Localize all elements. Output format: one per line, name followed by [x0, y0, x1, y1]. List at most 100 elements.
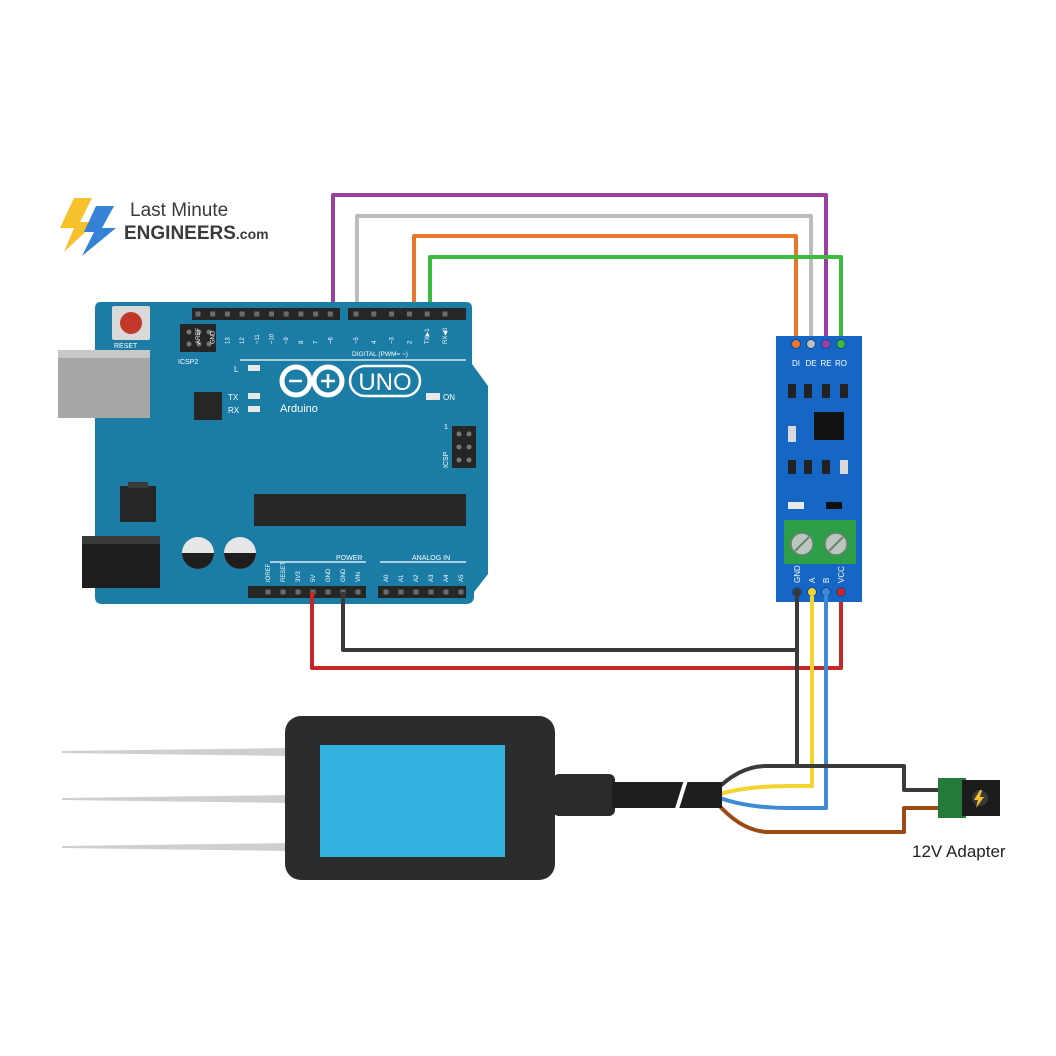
capacitor-1	[182, 537, 214, 569]
led-rx	[248, 406, 260, 412]
rs485-pin-di	[791, 339, 801, 349]
analog-pin-label: A4	[444, 574, 450, 582]
rs485-pin-label: RE	[820, 359, 831, 368]
sensor-wires	[714, 596, 940, 834]
rs485-pin-re	[821, 339, 831, 349]
digital-pin-9	[327, 311, 333, 317]
power-pin-label: GND	[341, 568, 347, 582]
digital-pin-12	[389, 311, 395, 317]
digital-pin-15	[442, 311, 448, 317]
wire-brown-fan	[714, 800, 940, 834]
digital-pin-label: ~6	[328, 336, 334, 344]
capacitor-2	[224, 537, 256, 569]
max485-chip	[814, 412, 844, 440]
rs485-pin-b	[821, 587, 831, 597]
power-pin-label: VIN	[356, 572, 362, 582]
power-pin-6	[355, 589, 361, 595]
wire-a-down	[790, 596, 814, 788]
power-label: POWER	[336, 555, 362, 562]
digital-pin-5	[269, 311, 274, 317]
led-on	[426, 393, 440, 400]
digital-pin-0	[195, 311, 201, 317]
digital-pin-label: ~3	[390, 336, 396, 344]
digital-pin-1	[210, 311, 216, 317]
analog-pin-1	[398, 589, 404, 595]
digital-pin-label: 4	[372, 340, 378, 344]
analog-pin-0	[383, 589, 389, 595]
analog-pin-label: A5	[459, 574, 465, 582]
digital-pin-label: 7	[314, 340, 320, 344]
logo-line1: Last Minute	[130, 200, 228, 221]
top-wires	[331, 193, 843, 340]
rs485-pin-a	[807, 587, 817, 597]
digital-pin-label: RX◀0	[443, 327, 449, 344]
led-rx-label: RX	[228, 406, 240, 415]
icsp-label: ICSP	[443, 451, 450, 468]
digital-pin-7	[298, 311, 304, 317]
rs485-pin-label: DI	[792, 359, 800, 368]
digital-pin-label: 12	[240, 337, 246, 344]
digital-pin-label: ~9	[284, 336, 290, 344]
digital-pin-2	[224, 311, 230, 317]
lightning-bolt-icon	[60, 198, 116, 256]
power-wires	[310, 592, 843, 670]
power-pin-label: IOREF	[266, 563, 272, 582]
analog-pin-4	[443, 589, 449, 595]
wire-black-fan	[714, 764, 940, 792]
analog-header	[378, 586, 466, 598]
led-tx-label: TX	[228, 393, 239, 402]
digital-pin-8	[313, 311, 319, 317]
rs485-pin-label: RO	[835, 359, 847, 368]
usb-chip	[194, 392, 222, 420]
soil-moisture-sensor	[62, 716, 722, 880]
wire-gnd-arduino	[341, 592, 797, 652]
digital-header-left	[192, 308, 340, 320]
sensor-label-panel	[320, 745, 505, 857]
digital-pin-11	[371, 311, 377, 317]
wire-ro	[428, 255, 843, 340]
digital-pin-10	[353, 311, 359, 317]
led-on-label: ON	[443, 393, 455, 402]
analog-label: ANALOG IN	[412, 555, 450, 562]
wire-yellow-fan	[719, 784, 791, 796]
atmega-chip	[254, 494, 466, 526]
logo-engineers: ENGINEERS	[124, 223, 236, 244]
uno-badge	[348, 364, 422, 398]
logo-line2: ENGINEERS.com	[124, 223, 269, 244]
wire-b-down	[790, 596, 828, 810]
power-pin-0	[265, 589, 271, 595]
digital-pin-label: 13	[225, 337, 231, 344]
led-tx	[248, 393, 260, 399]
digital-pin-label: 2	[407, 340, 413, 344]
analog-pin-label: A3	[429, 574, 435, 582]
digital-pin-6	[283, 311, 289, 317]
led-l	[248, 365, 260, 371]
sensor-cable-gland	[553, 774, 615, 816]
analog-pin-3	[428, 589, 434, 595]
sensor-probes	[62, 748, 290, 851]
digital-pin-4	[254, 311, 260, 317]
digital-label: DIGITAL (PWM= ~)	[352, 351, 408, 358]
rs485-pin-label: B	[822, 578, 831, 583]
digital-pin-3	[239, 311, 245, 317]
dc-adapter-jack: 12V Adapter	[912, 778, 1006, 861]
led-l-label: L	[234, 365, 239, 374]
wire-re	[331, 193, 828, 340]
digital-pin-label: AREF	[196, 328, 202, 344]
digital-pin-14	[424, 311, 430, 317]
digital-pin-label: 8	[299, 340, 305, 344]
digital-pin-label: TX▶1	[425, 328, 431, 344]
icsp-header	[452, 426, 476, 468]
power-pin-4	[325, 589, 331, 595]
adapter-label: 12V Adapter	[912, 842, 1006, 861]
uno-text: UNO	[358, 369, 411, 396]
power-pin-label: 3V3	[296, 571, 302, 582]
analog-pin-label: A2	[414, 574, 420, 582]
analog-pin-2	[413, 589, 419, 595]
